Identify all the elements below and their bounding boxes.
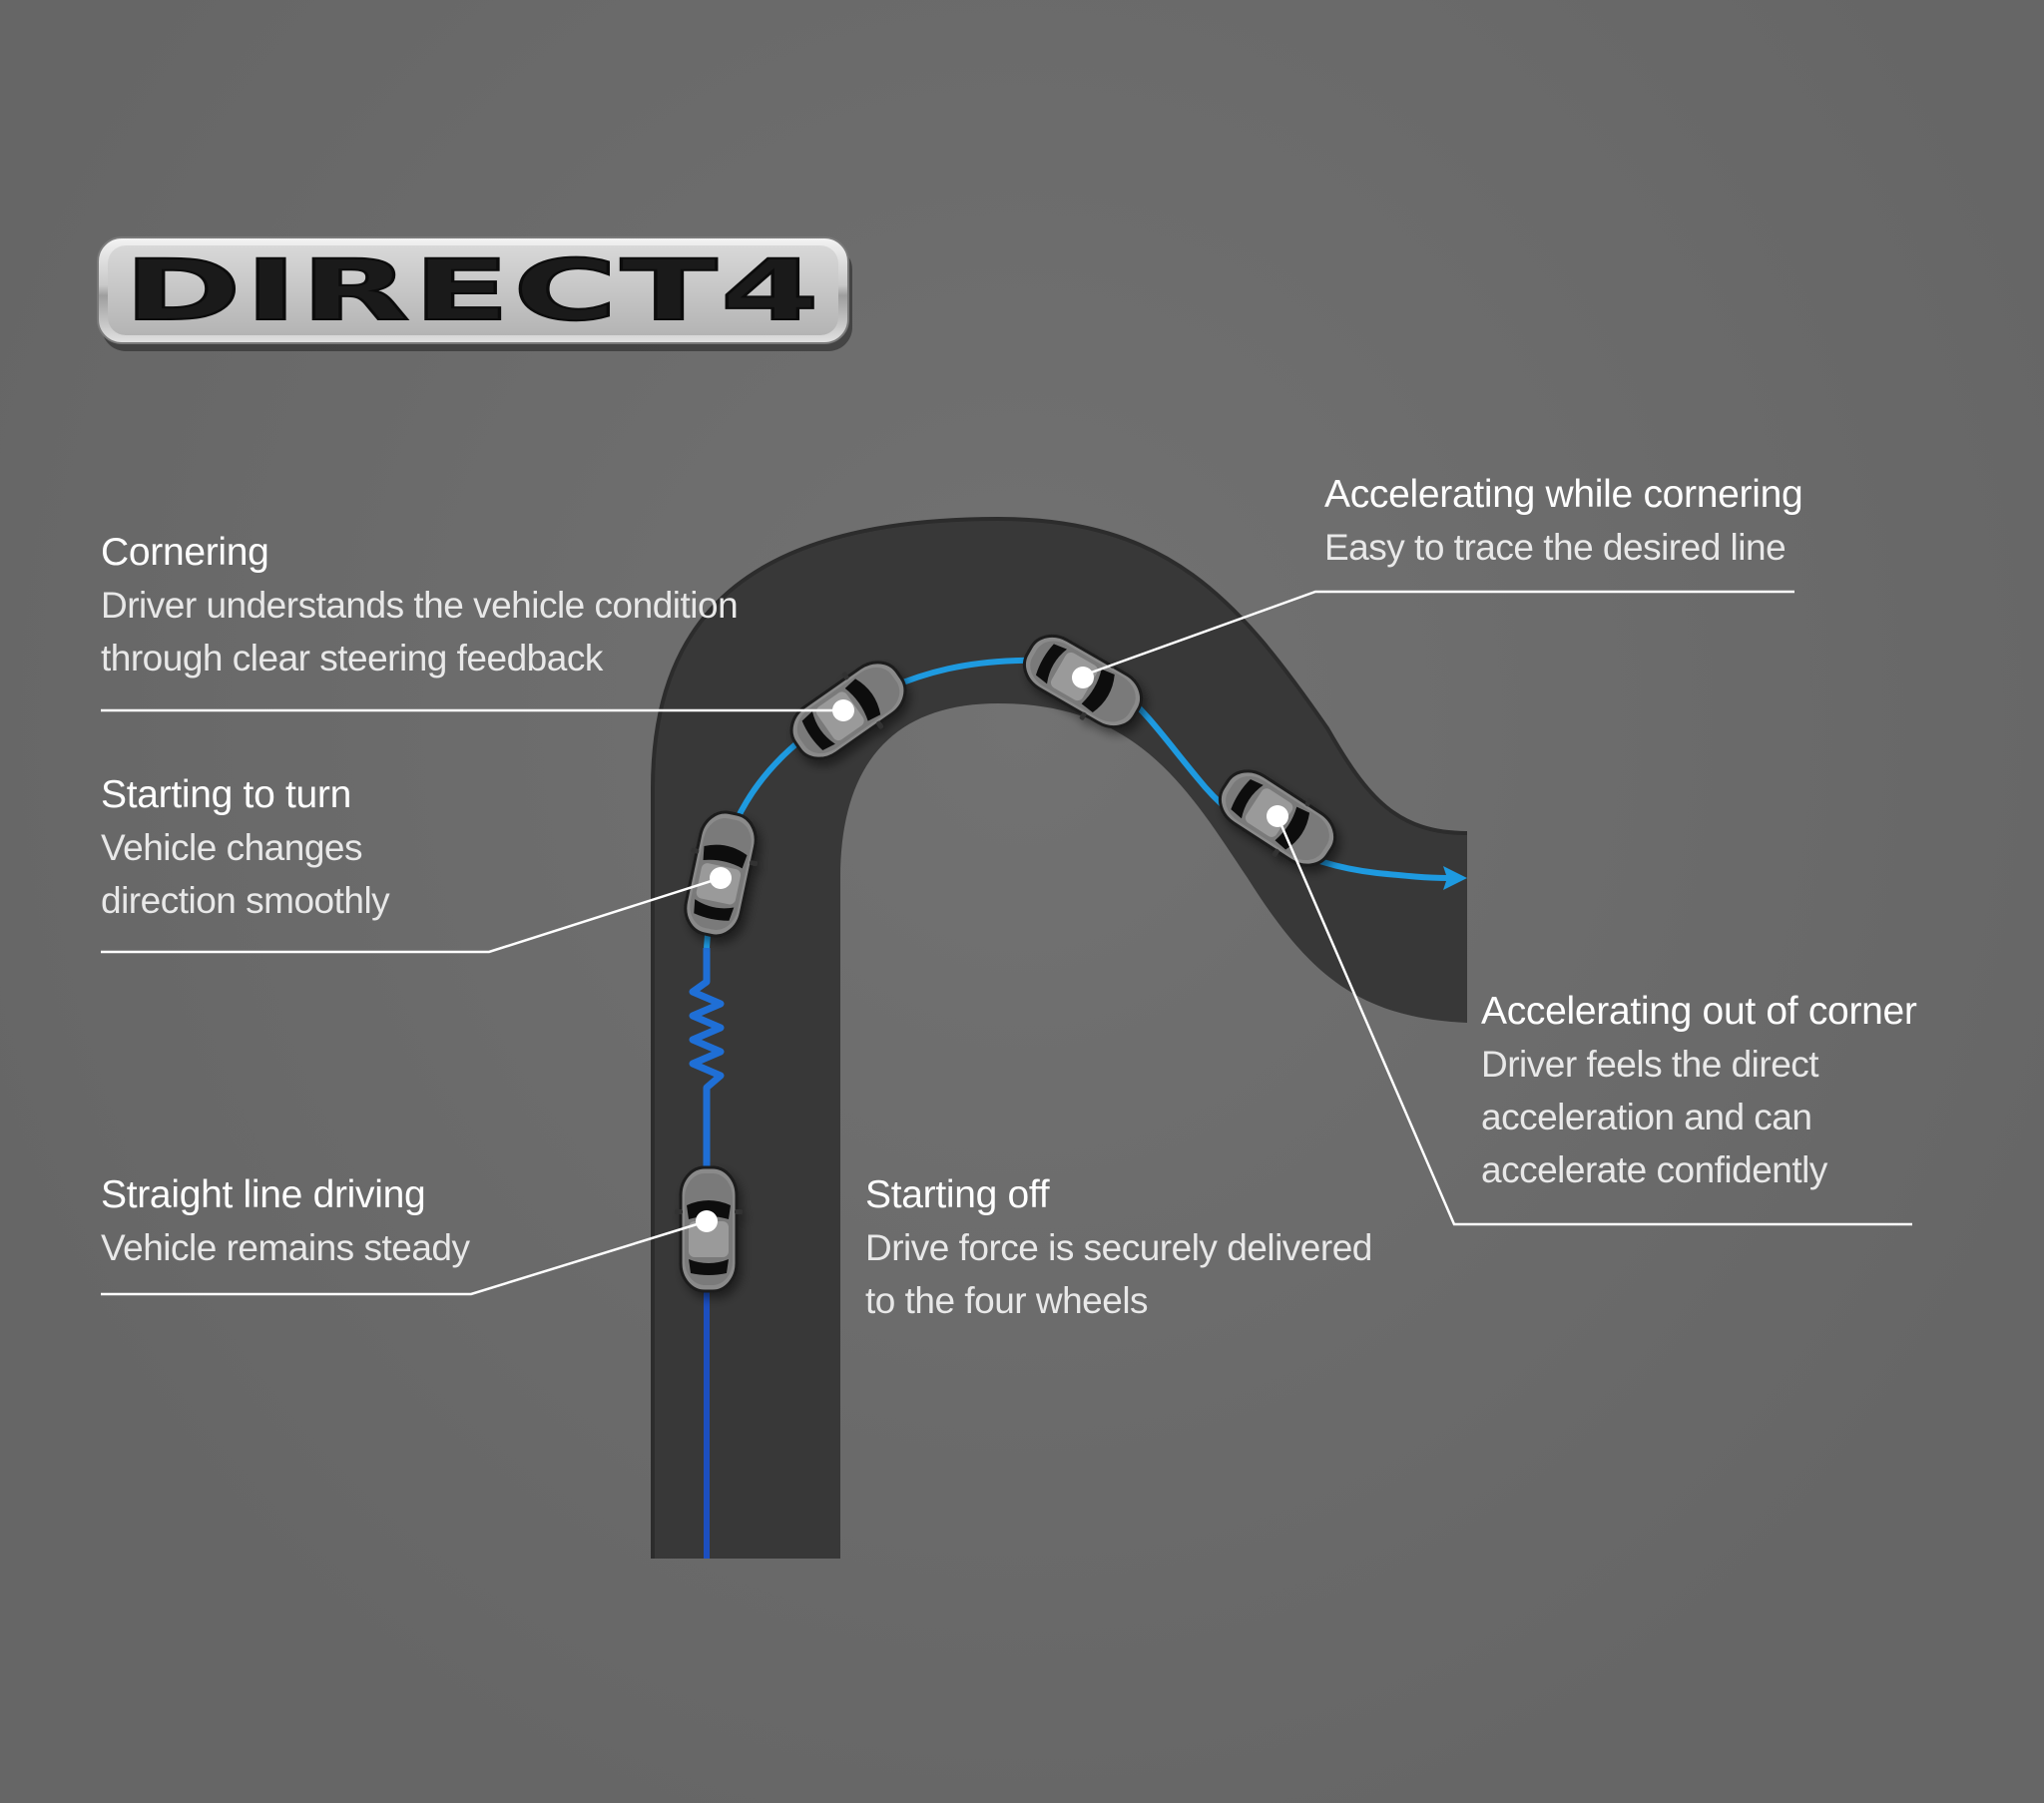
logo-text: DIRECT4 [124,241,822,339]
callout-accelerating-out-of-corner: Accelerating out of corner Driver feels … [1481,986,1917,1196]
marker-dot-straight-line [696,1210,718,1232]
direct4-logo: DIRECT4 [97,236,852,351]
callout-description: Driver feels the direct acceleration and… [1481,1044,1827,1190]
callout-starting-to-turn: Starting to turn Vehicle changes directi… [101,769,390,927]
callout-starting-off: Starting off Drive force is securely del… [865,1169,1372,1327]
leader-starting-to-turn [101,876,722,954]
callout-title: Starting off [865,1173,1050,1216]
arrow-right-icon [1443,866,1467,890]
callout-title: Starting to turn [101,773,352,816]
callout-description: Vehicle remains steady [101,1227,470,1268]
callout-title: Straight line driving [101,1173,426,1216]
callout-description: Driver understands the vehicle condition… [101,585,739,678]
callout-description: Easy to trace the desired line [1324,527,1787,568]
marker-dot-accelerating-while-cornering [1072,667,1094,688]
callout-description: Vehicle changes direction smoothly [101,827,390,921]
marker-dots [696,667,1288,1232]
callout-description: Drive force is securely delivered to the… [865,1227,1372,1321]
callout-title: Accelerating while cornering [1324,473,1803,516]
callout-straight-line-driving: Straight line driving Vehicle remains st… [101,1169,470,1274]
marker-dot-accelerating-out-of-corner [1267,805,1288,827]
callout-title: Accelerating out of corner [1481,990,1917,1033]
callout-cornering: Cornering Driver understands the vehicle… [101,527,739,684]
callout-title: Cornering [101,531,269,574]
marker-dot-cornering [832,699,854,721]
leader-straight-line [101,1219,708,1296]
leader-accelerating-out-of-corner [1276,815,1912,1226]
callout-accelerating-while-cornering: Accelerating while cornering Easy to tra… [1324,469,1803,574]
leader-lines [101,590,1912,1296]
marker-dot-starting-to-turn [710,867,732,889]
leader-accelerating-while-cornering [1082,590,1794,677]
